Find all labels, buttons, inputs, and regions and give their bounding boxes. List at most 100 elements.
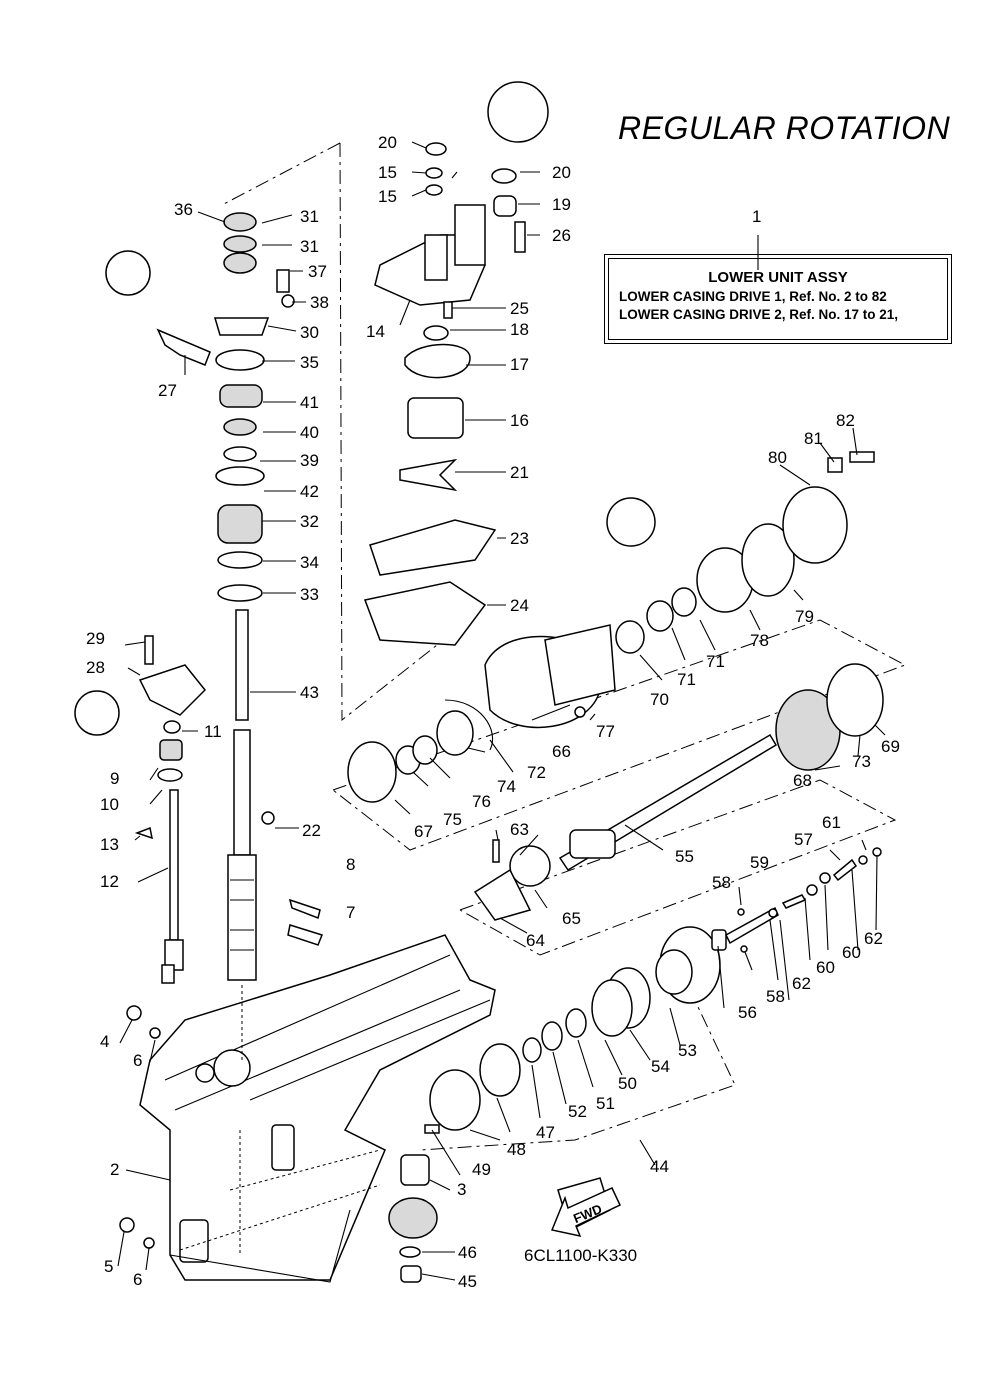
part-number: 20: [552, 163, 571, 182]
part-number: 21: [510, 463, 529, 482]
part-number: 7: [346, 903, 355, 922]
part-number: 35: [300, 353, 319, 372]
part-number: 12: [100, 872, 119, 891]
part-number: 55: [675, 847, 694, 866]
part-number: 67: [414, 822, 433, 841]
part-number: 71: [706, 652, 725, 671]
part-number: 33: [300, 585, 319, 604]
part-number: 80: [768, 448, 787, 467]
part-number: 31: [300, 207, 319, 226]
part-number: 6: [133, 1051, 142, 1070]
part-number-labels: 2 3 4 5 6 6 7 8 9 10 11 12 13 14 15 15 1…: [86, 133, 900, 1291]
part-number: 42: [300, 482, 319, 501]
part-number: 69: [881, 737, 900, 756]
part-number: 18: [510, 320, 529, 339]
part-number: 52: [568, 1102, 587, 1121]
part-number: 40: [300, 423, 319, 442]
part-number: 75: [443, 810, 462, 829]
part-number: 57: [794, 830, 813, 849]
part-number: 27: [158, 381, 177, 400]
part-number: 31: [300, 237, 319, 256]
part-number: 70: [650, 690, 669, 709]
page-title: REGULAR ROTATION: [618, 110, 951, 146]
part-number: 23: [510, 529, 529, 548]
part-number: 77: [596, 722, 615, 741]
part-number: 76: [472, 792, 491, 811]
part-number: 39: [300, 451, 319, 470]
assembly-name: LOWER UNIT ASSY: [708, 269, 848, 286]
part-number: 47: [536, 1123, 555, 1142]
part-number: 26: [552, 226, 571, 245]
part-number: 9: [110, 769, 119, 788]
leader-lines: [117, 141, 886, 1281]
part-number: 4: [100, 1032, 109, 1051]
part-number: 15: [378, 187, 397, 206]
part-number: 22: [302, 821, 321, 840]
part-number: 29: [86, 629, 105, 648]
part-number: 5: [104, 1257, 113, 1276]
part-number: 45: [458, 1272, 477, 1291]
assembly-ref-number: 1: [752, 207, 762, 226]
part-number: 64: [526, 931, 545, 950]
part-number: 49: [472, 1160, 491, 1179]
part-number: 78: [750, 631, 769, 650]
part-number: 15: [378, 163, 397, 182]
assembly-line-2: LOWER CASING DRIVE 2, Ref. No. 17 to 21,: [619, 307, 899, 322]
part-number: 38: [310, 293, 329, 312]
part-number: 51: [596, 1094, 615, 1113]
part-number: 36: [174, 200, 193, 219]
part-number: 10: [100, 795, 119, 814]
water-pump-group: [363, 81, 549, 646]
part-number: 34: [300, 553, 319, 572]
assembly-line-1: LOWER CASING DRIVE 1, Ref. No. 2 to 82: [619, 289, 887, 304]
part-number: 79: [795, 607, 814, 626]
part-number: 62: [864, 929, 883, 948]
part-number: 17: [510, 355, 529, 374]
part-number: 48: [507, 1140, 526, 1159]
part-number: 41: [300, 393, 319, 412]
part-number: 43: [300, 683, 319, 702]
part-number: 32: [300, 512, 319, 531]
part-number: 61: [822, 813, 841, 832]
part-number: 74: [497, 777, 516, 796]
diagram-code: 6CL1100-K330: [524, 1246, 638, 1265]
part-number: 2: [110, 1160, 119, 1179]
assembly-callout-box: LOWER UNIT ASSY LOWER CASING DRIVE 1, Re…: [604, 254, 952, 344]
part-number: 59: [750, 853, 769, 872]
part-number: 82: [836, 411, 855, 430]
part-number: 62: [792, 974, 811, 993]
part-number: 68: [793, 771, 812, 790]
part-number: 6: [133, 1270, 142, 1289]
part-number: 54: [651, 1057, 670, 1076]
part-number: 72: [527, 763, 546, 782]
part-number: 16: [510, 411, 529, 430]
part-number: 58: [712, 873, 731, 892]
drive-shaft-stack: [156, 212, 295, 1060]
part-number: 25: [510, 299, 529, 318]
part-number: 24: [510, 596, 529, 615]
part-number: 28: [86, 658, 105, 677]
part-number: 65: [562, 909, 581, 928]
part-number: 66: [552, 742, 571, 761]
part-number: 81: [804, 429, 823, 448]
part-number: 56: [738, 1003, 757, 1022]
part-number: 63: [510, 820, 529, 839]
part-number: 60: [816, 958, 835, 977]
propeller-shaft-group: [74, 250, 884, 1283]
part-number: 8: [346, 855, 355, 874]
part-number: 37: [308, 262, 327, 281]
part-number: 3: [457, 1180, 466, 1199]
part-number: 53: [678, 1041, 697, 1060]
part-number: 58: [766, 987, 785, 1006]
part-number: 19: [552, 195, 571, 214]
part-number: 46: [458, 1243, 477, 1262]
part-number: 44: [650, 1157, 669, 1176]
part-number: 60: [842, 943, 861, 962]
part-number: 20: [378, 133, 397, 152]
part-number: 30: [300, 323, 319, 342]
part-number: 73: [852, 752, 871, 771]
group-outlines: [221, 142, 907, 1151]
lower-casing: [139, 934, 496, 1283]
part-number: 50: [618, 1074, 637, 1093]
